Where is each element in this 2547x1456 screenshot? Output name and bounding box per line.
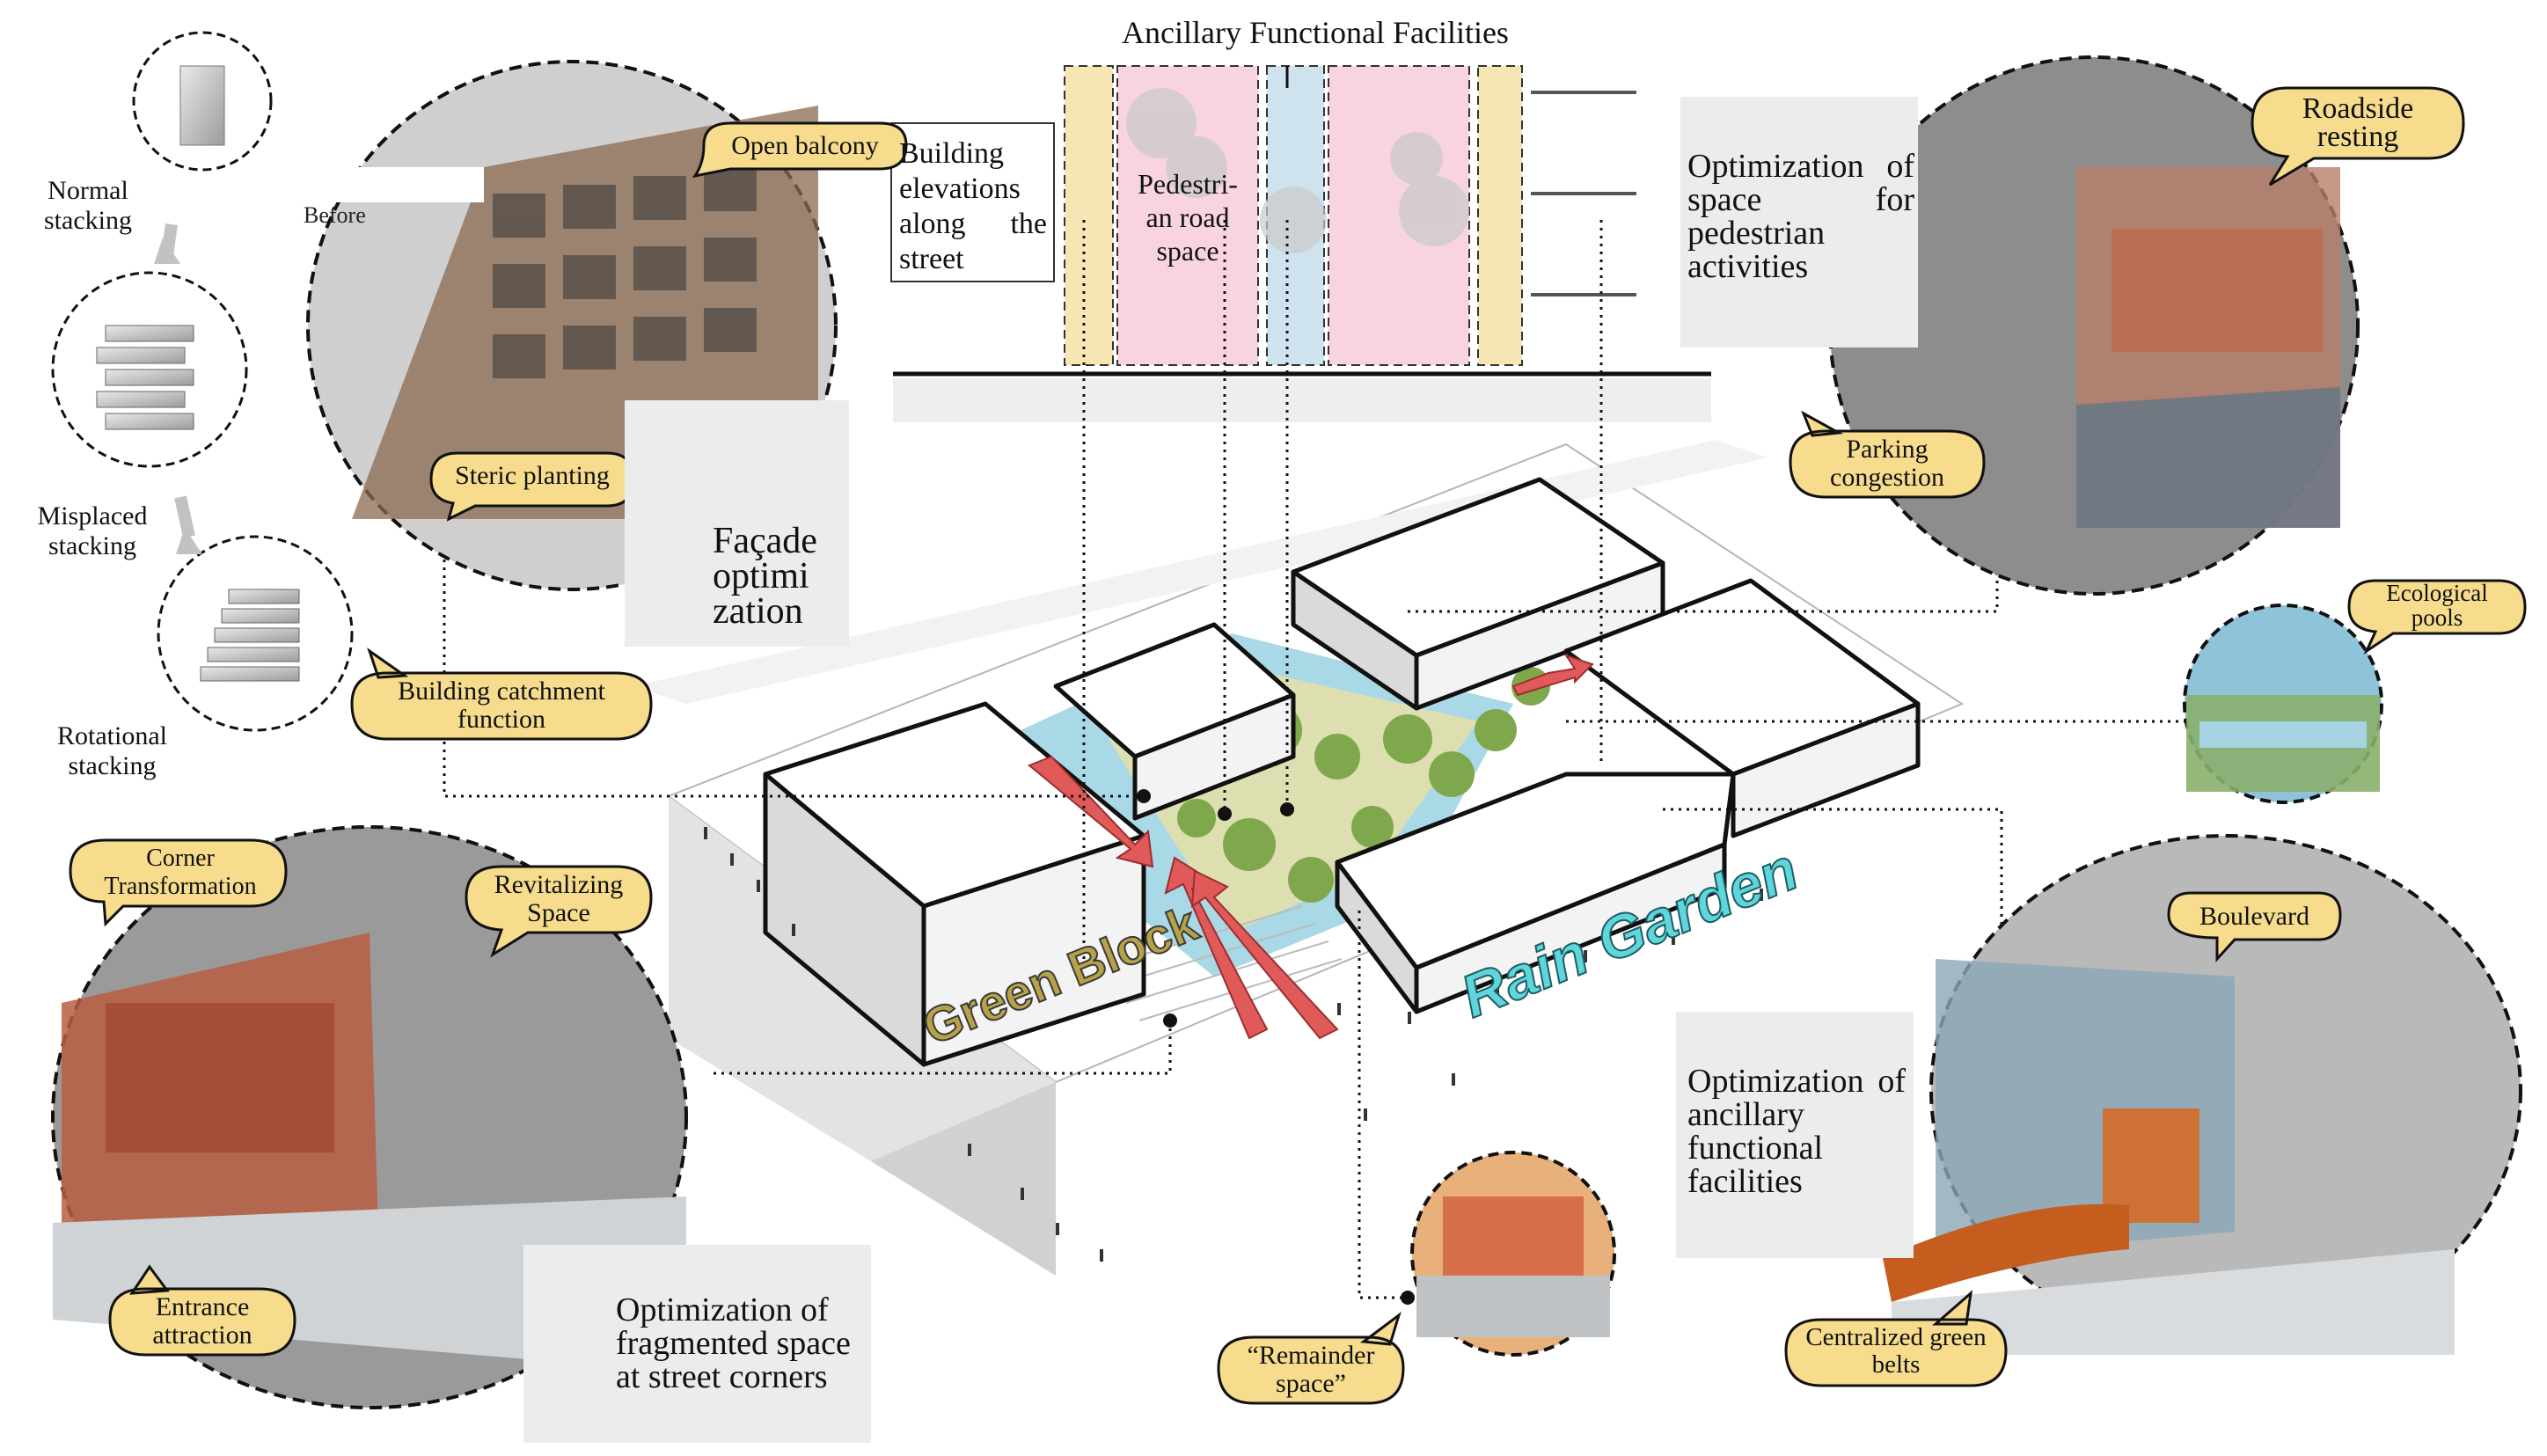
pedestrians	[704, 827, 1763, 1262]
leader-lines	[443, 220, 2191, 1299]
bubble-building-catchment	[350, 648, 653, 741]
bubble-ecological-pools	[2347, 579, 2527, 655]
buildings	[763, 477, 1921, 1067]
bubble-centralized-green-belts	[1784, 1290, 2008, 1387]
open-balcony-text: Open balcony	[731, 131, 879, 160]
flow-arrows	[1028, 654, 1594, 1040]
bubble-entrance-attraction	[108, 1264, 296, 1357]
street-section	[890, 65, 1711, 422]
roadside-resting-text: Roadside resting	[2302, 92, 2414, 153]
centralized-green-belts-text: Centralized green belts	[1805, 1323, 1987, 1379]
facade-label: Façade optimi zation	[713, 521, 817, 632]
fragmented-panel	[523, 1245, 871, 1443]
photo-circles	[51, 55, 2522, 1409]
bubble-roadside-resting	[2251, 86, 2465, 187]
callout-bubbles	[69, 86, 2527, 1405]
rotational-stacking-label: Rotational stacking	[57, 721, 167, 780]
yellow-zone-left	[1064, 65, 1114, 366]
corner-transformation-text: Corner Transformation	[104, 845, 257, 900]
bubble-boulevard	[2167, 891, 2342, 962]
pedestrian-road-label: Pedestri- an road space	[1138, 168, 1238, 267]
bubble-open-balcony	[692, 121, 908, 179]
normal-stacking-label: Normal stacking	[44, 176, 132, 235]
parking-congestion-text: Parking congestion	[1830, 435, 1944, 492]
remainder-space-text: “Remainder space”	[1247, 1341, 1375, 1398]
pedestrian-panel	[1680, 97, 1918, 348]
building-elevations-label: Building elevations along the street	[899, 137, 1047, 275]
bubble-corner-transformation	[69, 838, 288, 927]
fragmented-label: Optimization of fragmented space at stre…	[616, 1291, 851, 1395]
misplaced-stacking-label: Misplaced stacking	[37, 501, 148, 560]
boulevard-text: Boulevard	[2199, 902, 2309, 931]
building-catchment-text: Building catchment function	[398, 677, 605, 734]
entrance-attraction-text: Entrance attraction	[152, 1292, 253, 1350]
section-title: Ancillary Functional Facilities	[1122, 15, 1509, 50]
ecological-pools-text: Ecological pools	[2386, 580, 2488, 631]
yellow-zone-right	[1477, 65, 1523, 366]
ancillary-label: Optimization of ancillary functional fac…	[1687, 1063, 1906, 1200]
facade-panel	[625, 400, 849, 647]
revitalizing-space-text: Revitalizing Space	[494, 870, 624, 927]
bubble-remainder-space	[1217, 1312, 1405, 1405]
stacking-cubes	[51, 31, 354, 732]
before-label: Before	[304, 202, 366, 228]
steric-planting-text: Steric planting	[455, 461, 610, 490]
ancillary-panel	[1676, 1012, 1914, 1258]
bubble-revitalizing-space	[465, 865, 653, 958]
bubble-parking-congestion	[1789, 410, 1986, 499]
pedestrian-activities-label: Optimization of space for pedestrian act…	[1687, 148, 1914, 285]
